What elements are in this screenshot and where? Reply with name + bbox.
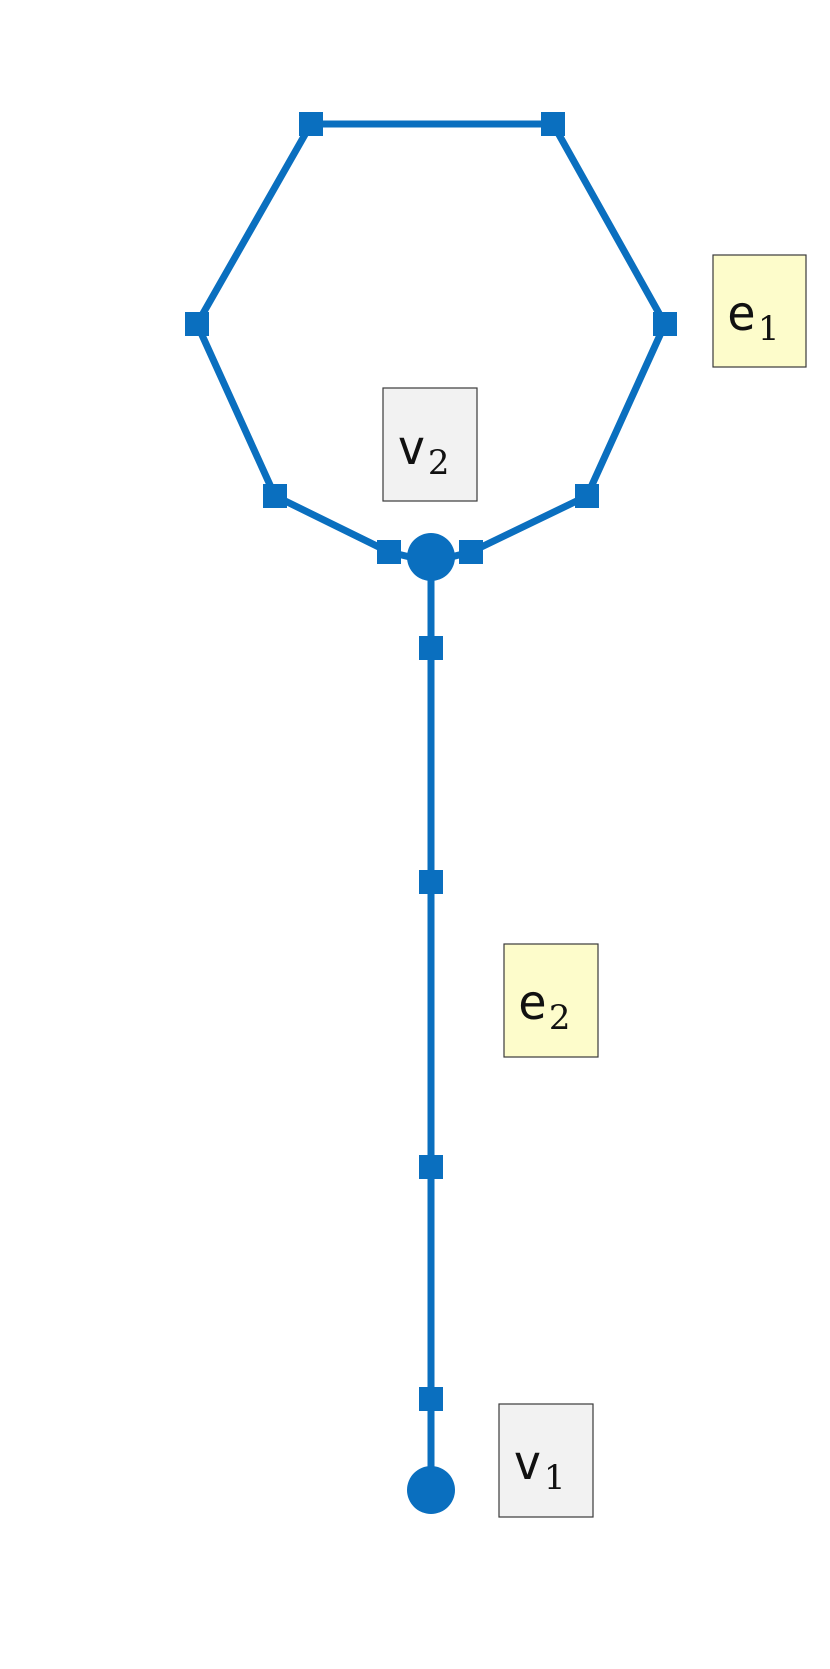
e1-marker [377, 540, 401, 564]
label-v2: v2 [382, 387, 478, 502]
label-v2-text: v2 [397, 420, 450, 483]
label-v2-box [382, 387, 478, 502]
label-e2-subscript: 2 [549, 998, 571, 1038]
e1-marker [185, 312, 209, 336]
label-v1-subscript: 1 [544, 1458, 566, 1498]
e1-marker [299, 112, 323, 136]
e2-marker [419, 1155, 443, 1179]
e2-marker [419, 870, 443, 894]
e1-marker [541, 112, 565, 136]
label-e2: e2 [503, 943, 599, 1058]
e2-marker [419, 1387, 443, 1411]
label-e1-text: e1 [727, 286, 780, 349]
e1-marker [653, 312, 677, 336]
e1-marker [459, 540, 483, 564]
e1-marker [575, 484, 599, 508]
label-e2-text: e2 [518, 975, 571, 1038]
label-v1-text: v1 [513, 1435, 566, 1498]
vertex-v2 [407, 533, 455, 581]
e2-marker [419, 636, 443, 660]
label-v1: v1 [498, 1403, 594, 1518]
e1-marker [263, 484, 287, 508]
label-e1-box [712, 254, 807, 368]
label-v1-box [498, 1403, 594, 1518]
label-e1-subscript: 1 [758, 309, 780, 349]
edge-e1-loop [193, 120, 669, 566]
label-v2-subscript: 2 [428, 443, 450, 483]
vertex-v1 [407, 1466, 455, 1514]
label-e2-box [503, 943, 599, 1058]
label-e1: e1 [712, 254, 807, 368]
